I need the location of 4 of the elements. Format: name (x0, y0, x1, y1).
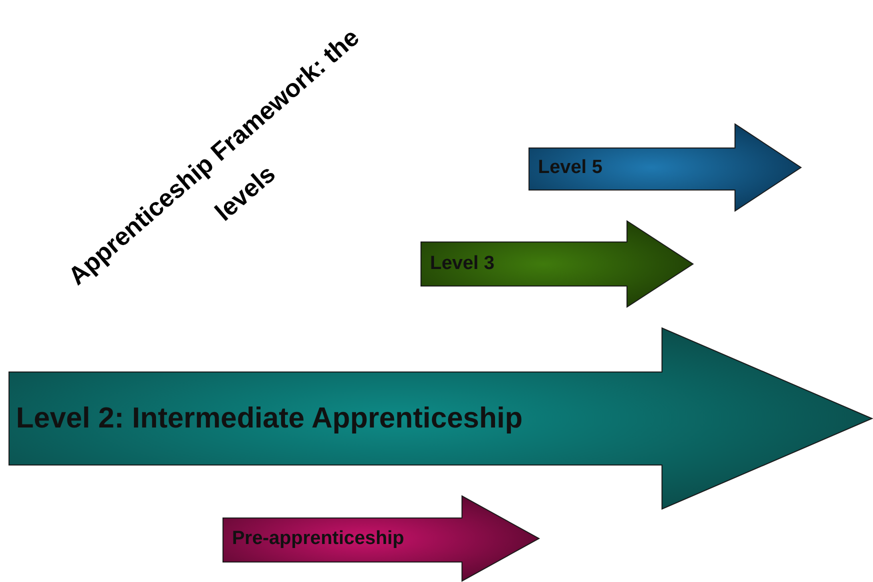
arrow-label: Level 5 (538, 156, 602, 178)
arrow-label: Pre-apprenticeship (232, 528, 404, 550)
arrow-label: Level 2: Intermediate Apprenticeship (16, 402, 523, 435)
arrow-label: Level 3 (430, 253, 494, 275)
